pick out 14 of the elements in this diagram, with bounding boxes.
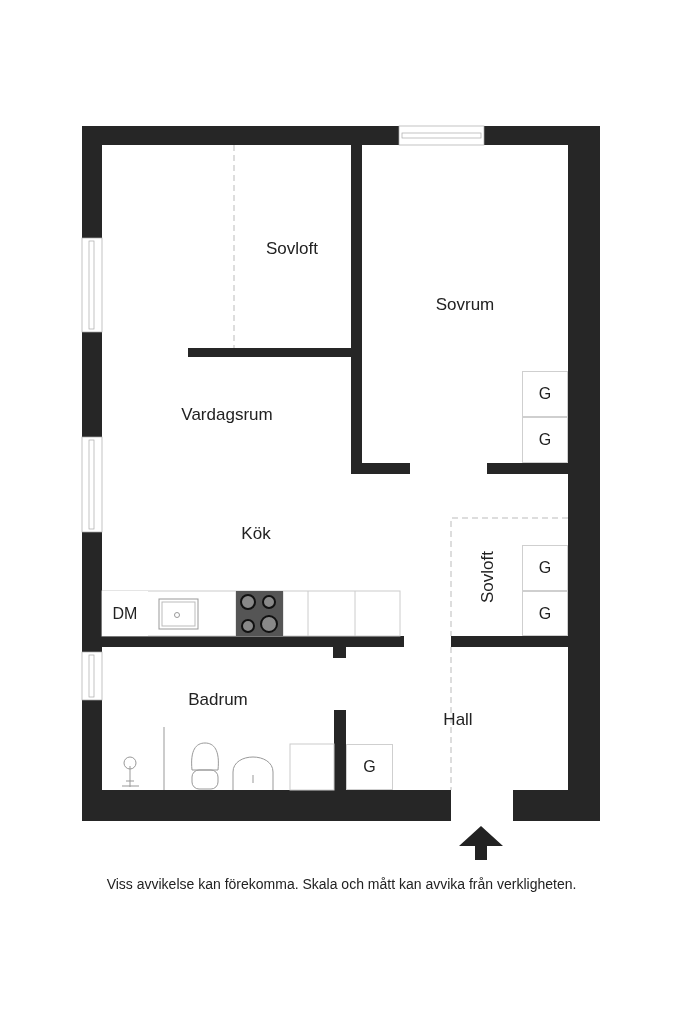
wardrobe-box: G xyxy=(522,417,568,463)
room-label: Sovrum xyxy=(435,295,495,315)
wardrobe-box: G xyxy=(522,371,568,417)
room-label: Sovloft xyxy=(266,239,318,259)
room-label: Kök xyxy=(241,524,271,544)
disclaimer-caption: Viss avvikelse kan förekomma. Skala och mått kan avvika från verkligheten. xyxy=(105,876,578,892)
wardrobe-box: G xyxy=(522,591,568,636)
room-label: Sovloft xyxy=(478,551,498,603)
room-label: Hall xyxy=(443,710,473,730)
room-label: Badrum xyxy=(188,690,248,710)
wardrobe-box: G xyxy=(346,744,393,790)
room-label: Vardagsrum xyxy=(181,405,273,425)
wardrobe-box: DM xyxy=(102,591,148,636)
wardrobe-box: G xyxy=(522,545,568,591)
